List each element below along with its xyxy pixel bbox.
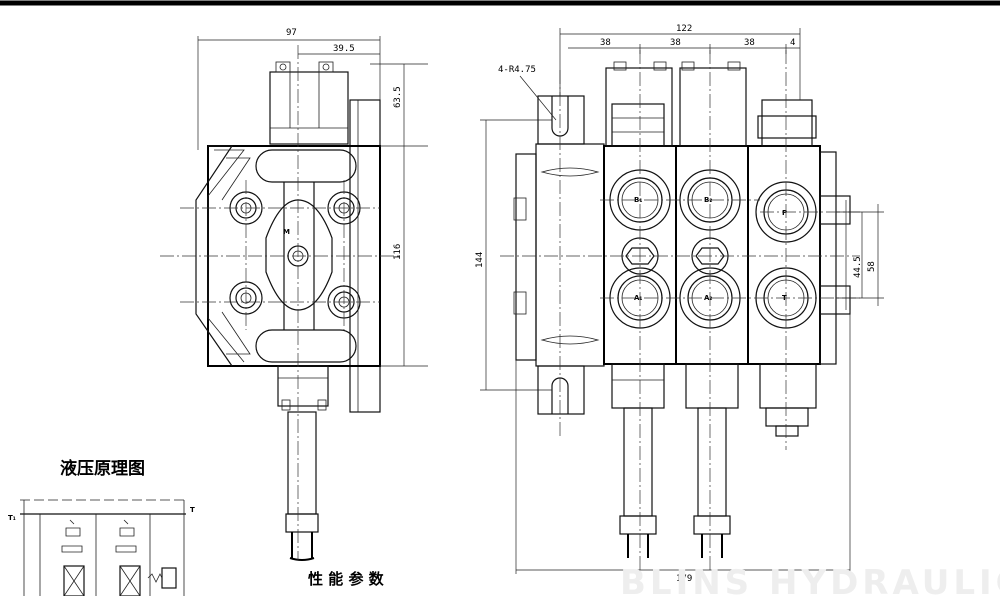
dim-pitch-3: 38 bbox=[744, 38, 755, 48]
dim-left-offset: 39.5 bbox=[333, 44, 355, 54]
dim-right-height: 144 bbox=[475, 252, 485, 268]
dim-pitch-2: 38 bbox=[670, 38, 681, 48]
dim-pitch-1: 38 bbox=[600, 38, 611, 48]
outlet-section: P T bbox=[747, 99, 851, 437]
schematic-title: 液压原理图 bbox=[60, 458, 145, 479]
port-label-a1: A₁ bbox=[634, 294, 642, 302]
inner-spool-outline bbox=[255, 149, 357, 183]
port-label-a2: A₂ bbox=[704, 294, 712, 302]
dim-bottom-width: 179 bbox=[676, 574, 692, 584]
dim-left-top-height: 63.5 bbox=[393, 86, 403, 108]
valve-section-2: B₂ A₂ bbox=[675, 61, 749, 558]
port-label-m: M bbox=[283, 228, 290, 236]
dim-left-body-height: 116 bbox=[393, 244, 403, 260]
inlet-end-plate bbox=[535, 143, 605, 367]
dim-port-span: 58 bbox=[867, 261, 877, 272]
front-view: B₁ A₁ B₂ A₂ bbox=[500, 50, 860, 570]
dim-port-spacing: 44.5 bbox=[853, 256, 863, 278]
top-actuator bbox=[269, 71, 349, 145]
performance-params-title: 性 能 参 数 bbox=[308, 570, 385, 588]
dim-end-offset: 4 bbox=[790, 38, 795, 48]
port-label-p: P bbox=[782, 209, 787, 217]
watermark: BLINS HYDRAULIC bbox=[620, 563, 1000, 596]
port-label-b1: B₁ bbox=[634, 196, 642, 204]
side-dimensions: 97 39.5 63.5 116 bbox=[197, 28, 428, 367]
handle-rod bbox=[287, 411, 317, 515]
dim-right-total-width: 122 bbox=[676, 24, 692, 34]
schematic-label-t: T bbox=[190, 506, 195, 514]
side-ports bbox=[229, 191, 361, 319]
hydraulic-schematic: 液压原理图 T T₁ bbox=[8, 458, 195, 596]
front-dimensions: 122 38 38 38 4 4-R4.75 144 44.5 58 179 bbox=[475, 24, 884, 584]
port-label-b2: B₂ bbox=[704, 196, 712, 204]
dim-left-width: 97 bbox=[286, 28, 297, 38]
dim-mounting-holes: 4-R4.75 bbox=[498, 65, 536, 75]
side-view: M bbox=[160, 45, 400, 561]
schematic-label-t1: T₁ bbox=[8, 514, 16, 522]
lower-spool-housing bbox=[277, 365, 329, 407]
